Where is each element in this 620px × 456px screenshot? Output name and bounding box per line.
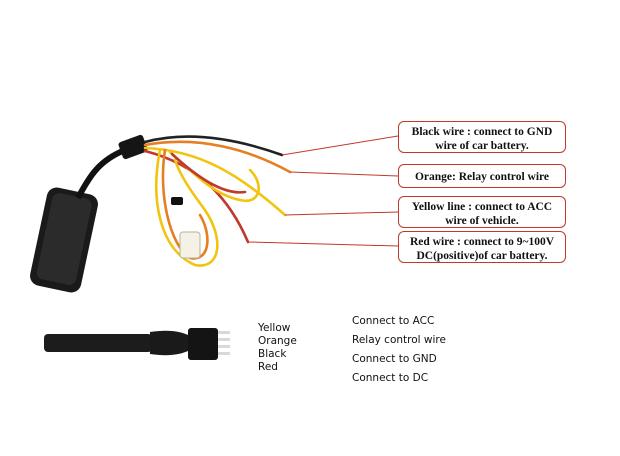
color-label-orange: Orange	[258, 335, 297, 347]
function-label-relay: Relay control wire	[352, 334, 446, 346]
color-label-yellow: Yellow	[258, 322, 291, 334]
function-label-acc: Connect to ACC	[352, 315, 435, 327]
plug-connector	[118, 134, 148, 160]
harness-plug	[188, 328, 218, 360]
white-connector	[179, 231, 201, 259]
leader-line	[247, 241, 399, 247]
leader-line	[284, 211, 399, 216]
leader-line	[289, 171, 399, 177]
color-label-red: Red	[258, 361, 278, 373]
function-label-gnd: Connect to GND	[352, 353, 437, 365]
callout-red-wire: Red wire : connect to 9~100V DC(positive…	[398, 231, 566, 263]
function-label-dc: Connect to DC	[352, 372, 429, 384]
callout-orange-wire: Orange: Relay control wire	[398, 164, 566, 188]
harness-cable	[44, 334, 152, 352]
color-label-black: Black	[258, 348, 287, 360]
callout-black-wire: Black wire : connect to GND wire of car …	[398, 121, 566, 153]
callout-yellow-wire: Yellow line : connect to ACC wire of veh…	[398, 196, 566, 228]
leader-line	[281, 135, 399, 156]
